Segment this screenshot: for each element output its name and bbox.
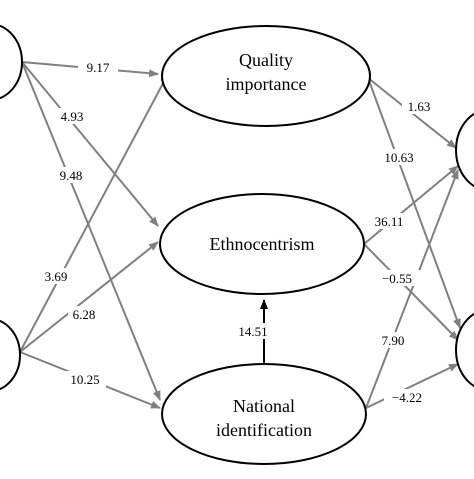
node-right-bottom <box>455 312 474 388</box>
quality-label-line1: Quality <box>239 50 293 70</box>
edge-ethnocentrism-to-right-top <box>363 165 459 245</box>
node-left-bottom <box>0 319 21 391</box>
edge-label-bl-national: 10.25 <box>70 372 99 387</box>
national-label-line1: National <box>233 396 295 416</box>
edge-national-to-right-bottom <box>365 363 459 409</box>
edge-national-to-right-top <box>365 169 459 409</box>
edge-labels: 9.17 4.93 9.48 3.69 6.28 10.25 14.51 1.6… <box>40 59 436 405</box>
edge-label-bl-quality: 3.69 <box>45 269 68 284</box>
edge-label-national-br: −4.22 <box>392 390 422 405</box>
node-right-top <box>455 112 474 188</box>
edge-label-quality-br: 10.63 <box>384 150 413 165</box>
node-ethnocentrism <box>159 193 365 295</box>
edge-label-bl-ethno: 6.28 <box>73 307 96 322</box>
ethnocentrism-label: Ethnocentrism <box>210 234 315 254</box>
edge-label-ethno-br: −0.55 <box>382 271 412 286</box>
edge-label-tl-national: 9.48 <box>60 168 83 183</box>
edge-label-ethno-tr: 36.11 <box>375 214 404 229</box>
node-national-identification <box>161 363 367 465</box>
edge-left-top-to-national <box>21 61 161 401</box>
edge-left-bottom-to-quality <box>19 73 169 353</box>
nodes <box>0 24 474 465</box>
national-label-line2: identification <box>216 420 312 440</box>
edge-label-quality-tr: 1.63 <box>408 99 431 114</box>
edge-label-tl-ethno: 4.93 <box>61 109 84 124</box>
edge-label-tl-quality: 9.17 <box>87 60 110 75</box>
quality-label-line2: importance <box>226 74 307 94</box>
node-left-top <box>0 24 23 100</box>
edge-left-top-to-ethnocentrism <box>21 61 159 227</box>
edge-left-bottom-to-ethnocentrism <box>19 241 159 353</box>
edge-label-national-tr: 7.90 <box>382 333 405 348</box>
node-quality-importance <box>161 25 371 127</box>
edge-label-national-ethno: 14.51 <box>238 324 267 339</box>
